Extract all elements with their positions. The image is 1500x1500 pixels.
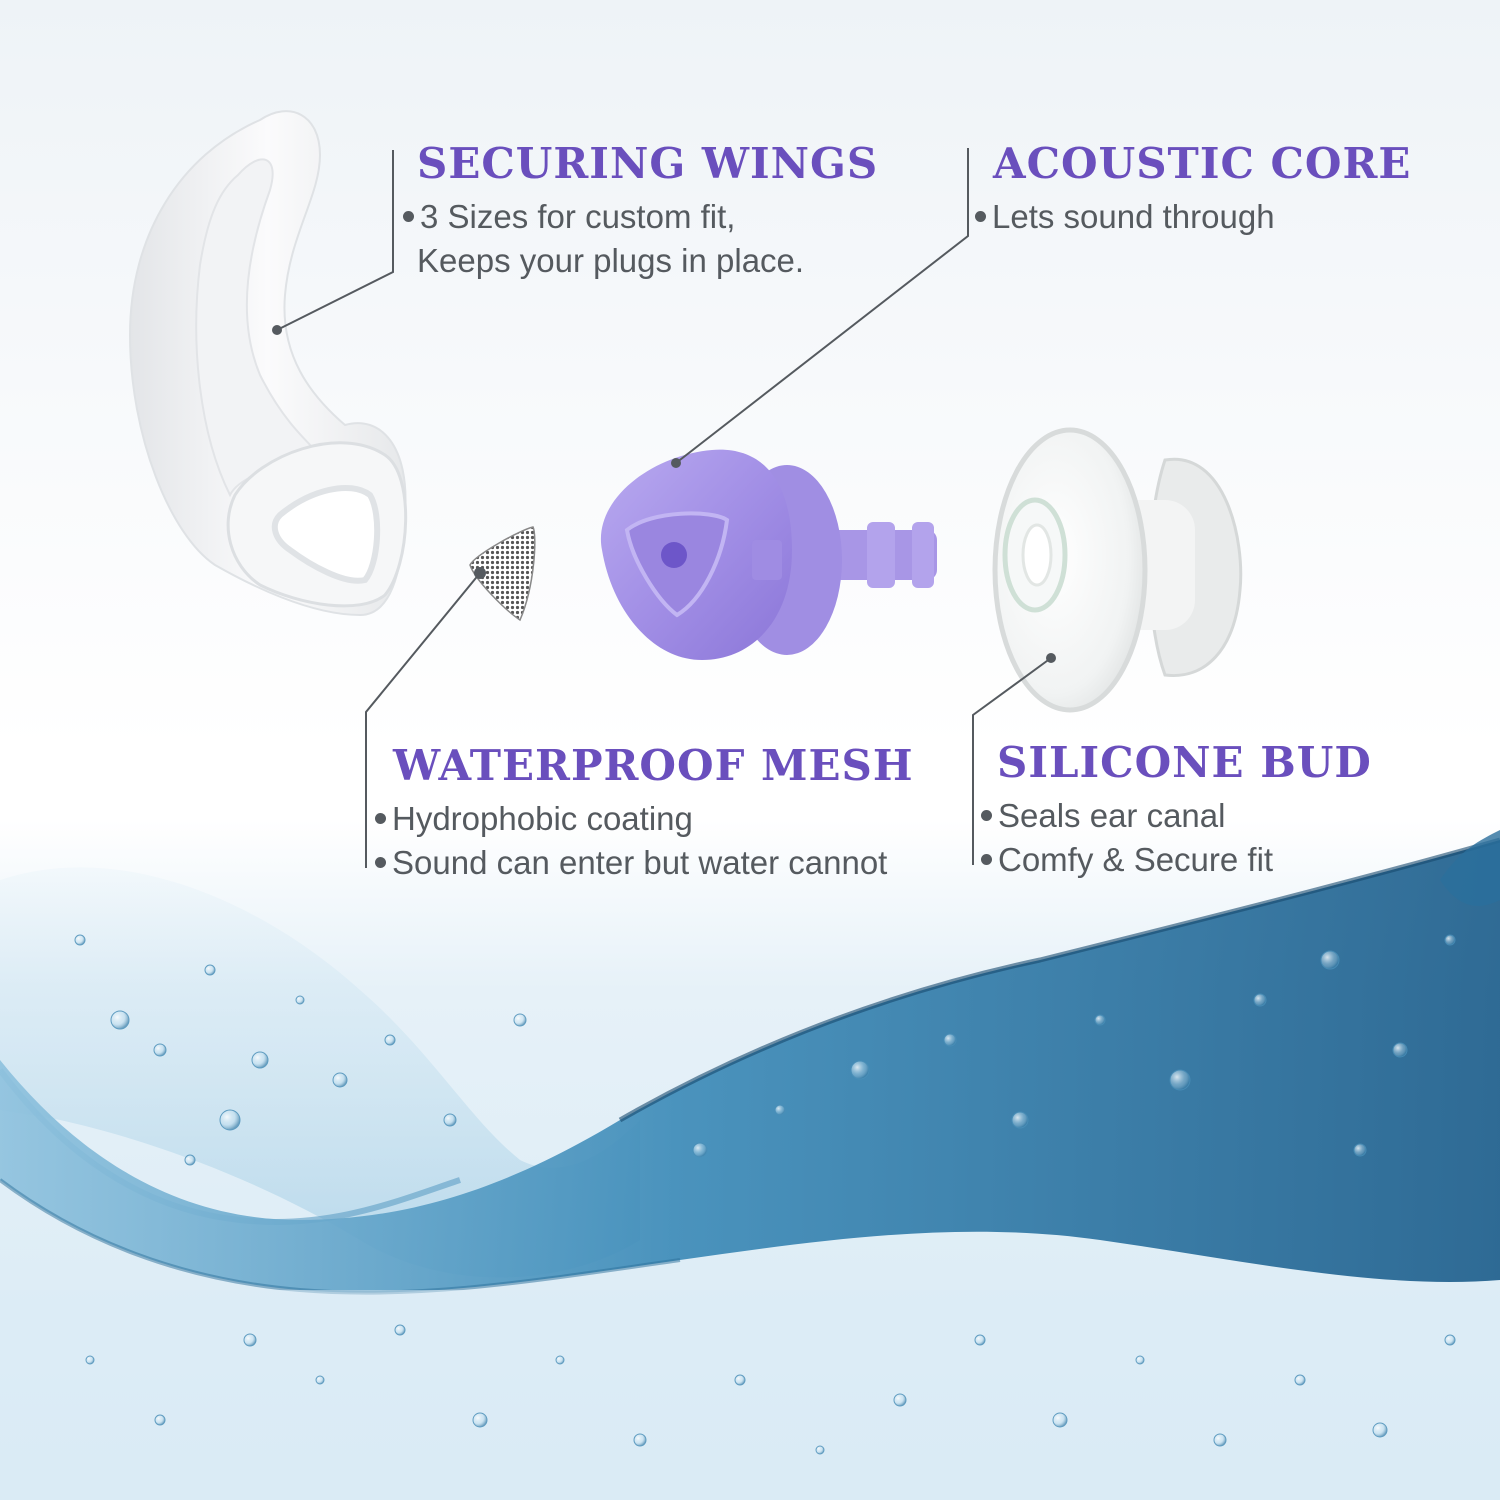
bullet-continuation: Keeps your plugs in place.	[417, 242, 805, 279]
waterproof-mesh-image	[469, 526, 536, 622]
callout-securing-wings: SECURING WINGS 3 Sizes for custom fit, K…	[403, 139, 879, 283]
securing-wing-image	[128, 110, 408, 617]
bullet-dot-icon	[981, 853, 992, 865]
bullet-item: Comfy & Secure fit	[981, 838, 1372, 882]
bullet-item: Lets sound through	[975, 195, 1411, 239]
water-wave-image	[0, 820, 1500, 1500]
callout-silicone-bud: SILICONE BUD Seals ear canal Comfy & Sec…	[981, 738, 1372, 882]
callout-title: SILICONE BUD	[997, 738, 1372, 787]
callout-title: ACOUSTIC CORE	[993, 139, 1412, 188]
bullet-item: Seals ear canal	[981, 794, 1372, 838]
bullet-dot-icon	[975, 210, 986, 222]
callout-title: WATERPROOF MESH	[393, 741, 914, 790]
acoustic-core-image	[600, 449, 937, 660]
bullet-dot-icon	[981, 809, 992, 821]
callout-acoustic-core: ACOUSTIC CORE Lets sound through	[975, 139, 1412, 239]
bullet-item: Hydrophobic coating	[375, 797, 914, 841]
bullet-dot-icon	[375, 856, 386, 868]
bullet-item: 3 Sizes for custom fit,	[403, 195, 878, 239]
callout-title: SECURING WINGS	[417, 139, 879, 188]
bullet-dot-icon	[375, 812, 386, 824]
bullet-dot-icon	[403, 210, 414, 222]
callout-waterproof-mesh: WATERPROOF MESH Hydrophobic coating Soun…	[375, 741, 914, 885]
bullet-item: Sound can enter but water cannot	[375, 841, 914, 885]
silicone-bud-image	[992, 427, 1243, 713]
